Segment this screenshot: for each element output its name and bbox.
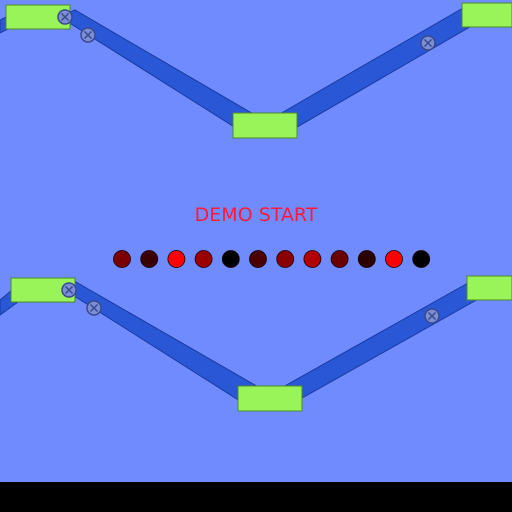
bolt-icon: [80, 27, 96, 43]
indicator-dot: [113, 250, 131, 268]
indicator-dot: [385, 250, 403, 268]
indicator-dot: [357, 250, 376, 268]
indicator-dot: [167, 250, 186, 268]
bolt-icon: [420, 35, 436, 51]
indicator-dot: [249, 250, 267, 268]
indicator-dot: [412, 250, 431, 268]
platform-lower-right: [466, 275, 512, 301]
lower-track: [0, 275, 512, 412]
floor-bar: [0, 482, 512, 512]
indicator-dots: [113, 250, 431, 268]
demo-start-text: DEMO START: [195, 204, 318, 226]
indicator-dot: [330, 250, 349, 268]
indicator-dot: [221, 250, 240, 268]
bolt-icon: [57, 9, 73, 25]
platform-upper-center: [232, 112, 298, 139]
bolt-icon: [424, 308, 440, 324]
indicator-dot: [194, 250, 213, 268]
bolt-icon: [86, 300, 102, 316]
indicator-dot: [303, 250, 322, 268]
upper-track: [0, 2, 512, 139]
indicator-dot: [140, 250, 159, 268]
platform-upper-right: [461, 2, 512, 28]
indicator-dot: [276, 250, 295, 268]
bolt-icon: [61, 282, 77, 298]
platform-lower-center: [237, 385, 303, 412]
